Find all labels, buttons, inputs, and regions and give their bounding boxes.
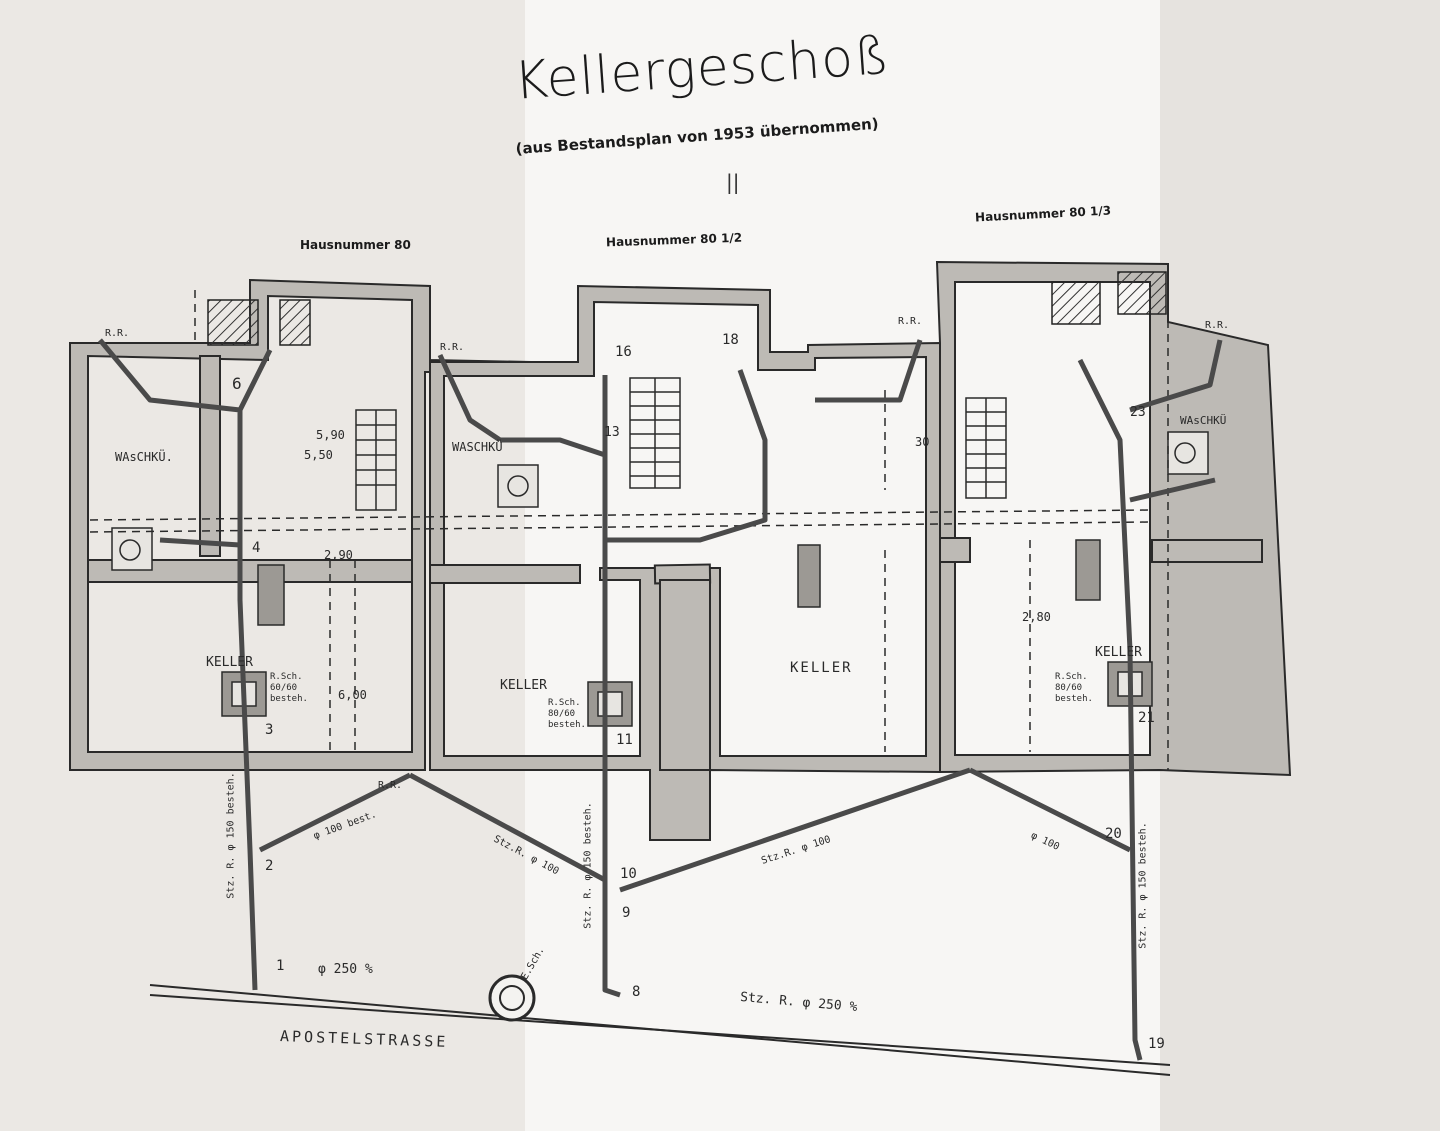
- node-1: 1: [276, 958, 285, 974]
- node-6: 6: [232, 374, 242, 393]
- room-label-waschkueche-3: WAsCHKÜ: [1180, 414, 1227, 427]
- node-4: 4: [252, 540, 261, 556]
- room-label-keller-3: KELLER: [790, 660, 853, 676]
- dimension-5-90: 5,90: [316, 428, 345, 442]
- room-label-keller-1: KELLER: [206, 655, 253, 670]
- rsch-label-3: R.Sch. 80/60 besteh.: [1055, 672, 1093, 704]
- plan-mark: ||: [726, 170, 740, 194]
- room-label-keller-2: KELLER: [500, 678, 547, 693]
- node-19: 19: [1148, 1036, 1165, 1052]
- node-18: 18: [722, 332, 739, 348]
- dimension-2-80: 2,80: [1022, 610, 1051, 624]
- room-label-waschkueche-1: WAsCHKÜ.: [115, 450, 173, 464]
- fixtures: [111, 431, 1209, 727]
- vertical-pipe-label-1: Stz. R. φ 150 besteh.: [225, 772, 237, 899]
- node-2: 2: [265, 858, 274, 874]
- rr-label-5: R.R.: [378, 780, 403, 791]
- drainage-pipes: [98, 338, 1223, 1061]
- rsch-label-2: R.Sch. 80/60 besteh.: [548, 698, 586, 730]
- chimney-blocks: [207, 271, 1167, 346]
- rr-label-2: R.R.: [440, 342, 465, 353]
- room-label-waschkueche-2: WASCHKÜ: [452, 440, 503, 454]
- node-9: 9: [622, 905, 631, 921]
- vertical-pipe-label-2: Stz. R. φ 150 besteh.: [582, 802, 594, 929]
- staircases: [355, 377, 1007, 511]
- rr-label-1: R.R.: [105, 328, 130, 339]
- node-21: 21: [1138, 710, 1155, 726]
- building-walls: [69, 260, 1292, 841]
- node-20: 20: [1105, 826, 1122, 842]
- dimension-2-90: 2,90: [324, 548, 353, 562]
- room-label-keller-4: KELLER: [1095, 645, 1142, 660]
- node-23: 23: [1130, 405, 1146, 420]
- main-pipe-label-left: φ 250 %: [318, 962, 373, 977]
- rsch-label-1: R.Sch. 60/60 besteh.: [270, 672, 308, 704]
- node-11: 11: [616, 732, 633, 748]
- rr-label-4: R.R.: [1205, 320, 1230, 331]
- dimension-6-00: 6,00: [338, 688, 367, 702]
- vertical-pipe-label-3: Stz. R. φ 150 besteh.: [1137, 822, 1149, 949]
- dimension-30: 30: [915, 435, 930, 449]
- node-13: 13: [604, 425, 620, 440]
- dimension-5-50: 5,50: [304, 448, 333, 462]
- paper-center: [525, 0, 1160, 1131]
- node-3: 3: [265, 722, 274, 738]
- node-10: 10: [620, 866, 637, 882]
- rr-label-3: R.R.: [898, 316, 923, 327]
- node-8: 8: [632, 984, 641, 1000]
- street-sewer: [149, 974, 1171, 1076]
- house-label-80: Hausnummer 80: [300, 238, 411, 252]
- dashed-partitions: [89, 264, 1169, 770]
- node-16: 16: [615, 344, 632, 360]
